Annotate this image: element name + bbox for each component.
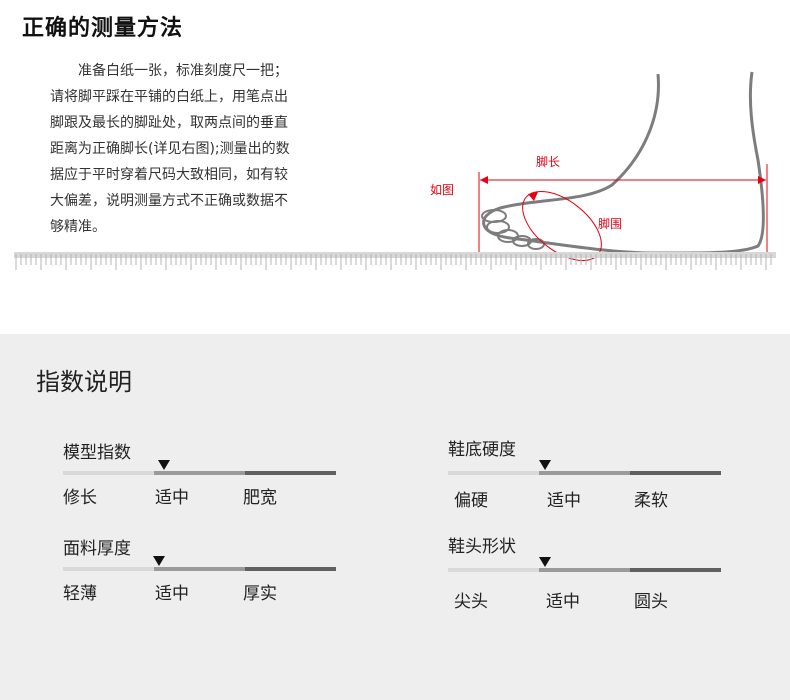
index-scale-bar (63, 471, 336, 475)
instruction-line: 据应于平时穿着尺码大致相同，如有较 (50, 167, 288, 183)
foot-outline (482, 71, 765, 255)
scale-label-low: 尖头 (454, 592, 488, 612)
instruction-line: 脚跟及最长的脚趾处，取两点间的垂直 (50, 115, 288, 131)
index-name: 鞋底硬度 (448, 440, 516, 460)
index-panel: 指数说明 模型指数 修长 适中 肥宽 鞋底硬度 偏硬 适中 柔软 面料厚度 轻薄… (0, 334, 790, 700)
index-model: 模型指数 修长 适中 肥宽 (63, 438, 338, 528)
ruler (14, 252, 776, 270)
instruction-line: 请将脚平踩在平铺的白纸上，用笔点出 (50, 89, 288, 105)
index-name: 模型指数 (63, 443, 131, 463)
index-panel-title: 指数说明 (36, 368, 132, 396)
girth-label: 脚围 (598, 216, 622, 231)
instruction-line: 距离为正确脚长(详见右图);测量出的数 (50, 141, 290, 157)
indicator-marker-icon (539, 460, 551, 470)
scale-label-mid: 适中 (547, 491, 581, 511)
indicator-marker-icon (158, 460, 170, 470)
ruler-ticks (15, 254, 772, 270)
index-name: 鞋头形状 (448, 537, 516, 557)
scale-label-high: 厚实 (243, 584, 277, 604)
instruction-line: 够精准。 (50, 219, 106, 235)
scale-label-high: 柔软 (634, 491, 668, 511)
scale-label-low: 修长 (63, 488, 97, 508)
arrow-head-right (758, 176, 766, 184)
instruction-line: 大偏差，说明测量方式不正确或数据不 (50, 193, 288, 209)
scale-label-mid: 适中 (546, 592, 580, 612)
instruction-line: 准备白纸一张，标准刻度尺一把； (78, 63, 288, 79)
indicator-marker-icon (539, 557, 551, 567)
arrow-head-left (480, 176, 488, 184)
scale-label-mid: 适中 (155, 584, 189, 604)
girth-arrow-head (528, 192, 538, 201)
scale-label-high: 圆头 (634, 592, 668, 612)
indicator-marker-icon (153, 556, 165, 566)
index-toe-shape: 鞋头形状 尖头 适中 圆头 (448, 532, 723, 622)
index-sole-hardness: 鞋底硬度 偏硬 适中 柔软 (448, 435, 723, 525)
as-shown-label: 如图 (430, 182, 454, 197)
index-scale-bar (63, 567, 336, 571)
scale-label-mid: 适中 (155, 488, 189, 508)
instructions-text: 准备白纸一张，标准刻度尺一把； 请将脚平踩在平铺的白纸上，用笔点出 脚跟及最长的… (50, 58, 350, 240)
index-scale-bar (448, 471, 721, 475)
index-scale-bar (448, 568, 721, 572)
index-name: 面料厚度 (63, 539, 131, 559)
scale-label-low: 偏硬 (454, 491, 488, 511)
scale-label-low: 轻薄 (63, 584, 97, 604)
page-title: 正确的测量方法 (22, 16, 184, 41)
foot-length-label: 脚长 (536, 154, 560, 169)
scale-label-high: 肥宽 (243, 488, 277, 508)
foot-diagram: 脚长 如图 脚围 (430, 71, 768, 261)
toes (481, 209, 545, 250)
index-fabric-thickness: 面料厚度 轻薄 适中 厚实 (63, 534, 338, 624)
